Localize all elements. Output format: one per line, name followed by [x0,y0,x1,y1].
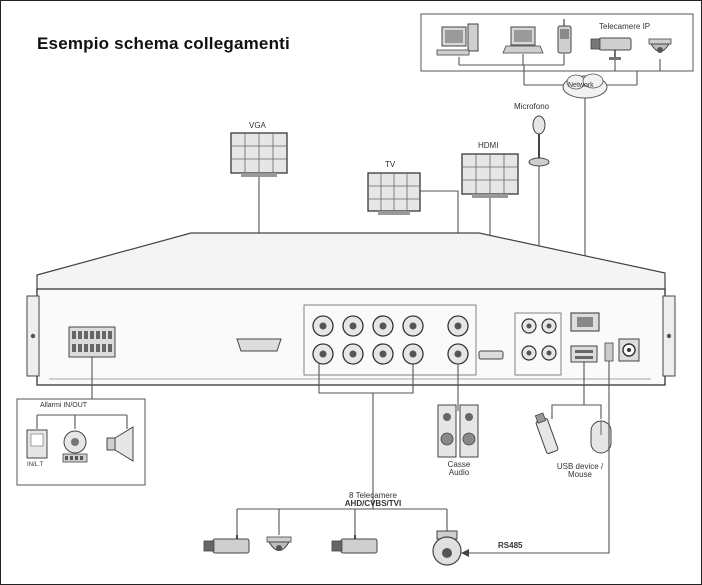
usb-label: USB device / Mouse [548,462,612,480]
analog-dome-camera-icon [266,536,292,551]
ip-cameras-label: Telecamere IP [599,22,651,31]
usb-cable [551,362,602,419]
audio-port-group [514,312,562,376]
usb-stick-icon [534,412,559,454]
mouse-icon [590,420,612,454]
desktop-pc-icon [436,23,479,56]
rs485-arrow-icon [461,549,469,557]
speakers-label: Casse Audio [444,460,474,478]
ptz-speed-dome-icon [432,530,462,566]
usb-label-line1: USB device / [556,462,604,471]
vga-port-icon [236,338,282,352]
speakers-label-line2: Audio [448,468,470,478]
microphone-icon [528,115,550,167]
analog-cameras-label: 8 Telecamere AHD/CVBS/TVI [326,491,420,509]
tv-monitor-icon [367,172,421,215]
speakers-label-line1: Casse [447,460,471,469]
hdmi-label: HDMI [478,141,499,150]
lan-port-icon [570,312,600,332]
microphone-label: Microfono [514,102,550,111]
hdmi-port-icon [478,350,504,360]
laptop-icon [502,26,544,54]
power-socket-icon [618,338,640,362]
tv-label: TV [385,160,396,169]
camera-drop-lines [236,509,448,535]
analog-bullet-camera-1-icon [203,535,250,554]
ip-bullet-camera-icon [590,37,632,60]
alarm-terminal-block [68,326,116,358]
network-label: Network [568,82,594,89]
diagram-title: Esempio schema collegamenti [37,34,290,53]
rs485-terminal-icon [604,342,614,362]
vga-label: VGA [249,121,266,130]
analog-cameras-label-line2: AHD/CVBS/TVI [344,499,402,509]
bnc-port-grid [303,304,477,376]
analog-cameras-label-line1: 8 Telecamere [349,491,397,500]
rs485-label: RS485 [498,541,523,550]
analog-bullet-camera-2-icon [331,535,378,554]
usb-port-icon [570,345,598,363]
ip-dome-camera-icon [648,38,672,53]
dvr-chassis [26,232,676,386]
network-cloud-icon [562,73,608,99]
vga-monitor-icon [230,132,288,177]
speakers-icon [437,404,479,458]
network-lines [458,54,661,86]
bnc-bundle-line [318,364,414,394]
sensor-label: IN/L.T [27,462,44,468]
usb-label-line2: Mouse [567,470,592,480]
alarm-split-lines [36,414,128,429]
alarm-label: Allarmi IN/OUT [40,402,88,409]
rs485-cable [463,361,610,554]
siren-speaker-icon [106,426,134,462]
smartphone-icon [557,19,572,54]
door-sensor-icon [26,429,48,459]
smoke-detector-icon [62,430,88,463]
hdmi-monitor-icon [461,153,519,198]
